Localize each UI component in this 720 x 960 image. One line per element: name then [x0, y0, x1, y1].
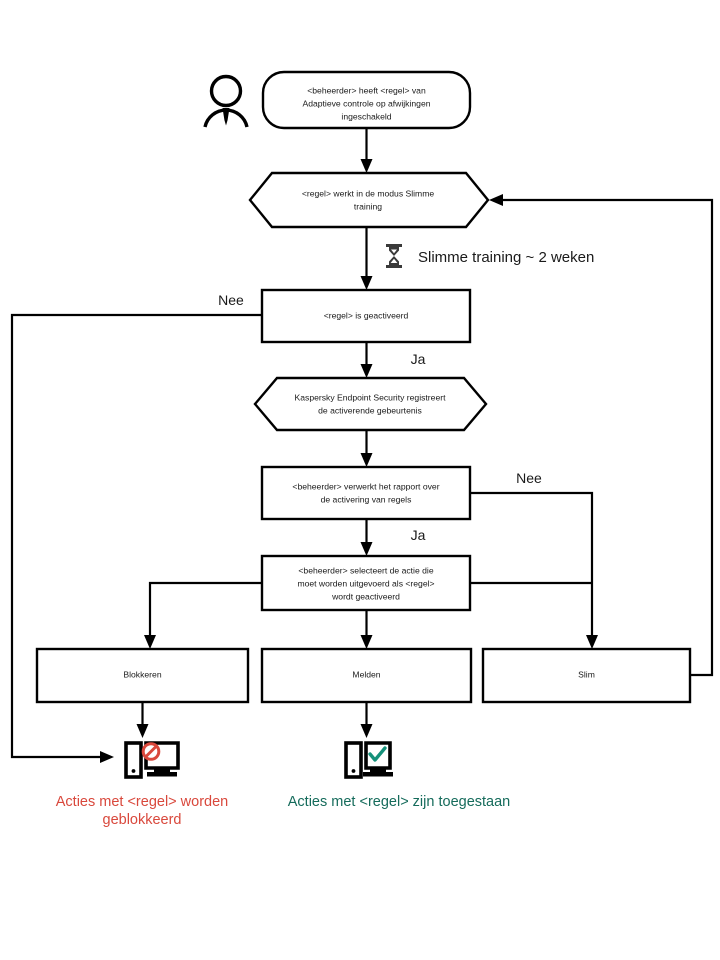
node-select-line-3: wordt geactiveerd: [331, 591, 400, 601]
node-kes-line-1: Kaspersky Endpoint Security registreert: [295, 392, 447, 402]
node-start: <beheerder> heeft <regel> van Adaptieve …: [261, 70, 472, 130]
connector-select-to-notify: [360, 610, 373, 649]
node-slim-label: Slim: [578, 669, 595, 679]
edge-label-ja-triggered: Ja: [411, 351, 426, 367]
allowed-caption-line-1: Acties met <regel> zijn toegestaan: [288, 794, 510, 810]
training-duration-label: Slimme training ~ 2 weken: [418, 249, 594, 266]
connector-nee-left-branch: [10, 313, 262, 763]
node-smart-training-mode: <regel> werkt in de modus Slimme trainin…: [248, 171, 490, 229]
node-start-line-3: ingeschakeld: [341, 111, 391, 121]
node-training-line-2: training: [354, 201, 382, 211]
connector-notify-to-allowed-icon: [360, 702, 373, 738]
blocked-caption-line-1: Acties met <regel> worden: [56, 794, 228, 810]
node-start-line-1: <beheerder> heeft <regel> van: [307, 85, 426, 95]
node-melden-label: Melden: [352, 669, 380, 679]
node-blokkeren-label: Blokkeren: [123, 669, 161, 679]
node-action-blokkeren: Blokkeren: [35, 647, 250, 704]
connector-report-to-select: [360, 519, 373, 556]
edge-label-nee-left: Nee: [218, 292, 244, 308]
connector-start-to-training: [360, 128, 373, 173]
person-icon: [203, 74, 249, 128]
connector-training-to-triggered: [360, 227, 373, 290]
blocked-caption-line-2: geblokkeerd: [103, 812, 182, 828]
computer-blocked-icon: [124, 741, 180, 779]
node-admin-selects-action: <beheerder> selecteert de actie die moet…: [260, 554, 472, 612]
node-kes-registers: Kaspersky Endpoint Security registreert …: [253, 376, 488, 432]
computer-allowed-icon: [344, 741, 393, 779]
edge-label-ja-report: Ja: [411, 527, 426, 543]
hourglass-icon: [386, 244, 402, 268]
connector-triggered-to-register: [360, 342, 373, 378]
node-select-line-1: <beheerder> selecteert de actie die: [298, 565, 433, 575]
node-rule-triggered: <regel> is geactiveerd: [260, 288, 472, 344]
edge-label-nee-right: Nee: [516, 470, 542, 486]
connector-slim-loop-back: [489, 194, 714, 677]
connector-select-to-block: [144, 581, 262, 649]
node-training-line-1: <regel> werkt in de modus Slimme: [302, 188, 435, 198]
connector-block-to-blocked-icon: [136, 702, 149, 738]
connector-nee-right-branch: [470, 491, 598, 649]
node-start-line-2: Adaptieve controle op afwijkingen: [302, 98, 430, 108]
node-action-melden: Melden: [260, 647, 473, 704]
node-action-slim: Slim: [481, 647, 692, 704]
node-rule-triggered-line-1: <regel> is geactiveerd: [324, 310, 409, 320]
node-report-line-2: de activering van regels: [321, 494, 412, 504]
node-report-line-1: <beheerder> verwerkt het rapport over: [292, 481, 439, 491]
node-admin-processes-report: <beheerder> verwerkt het rapport over de…: [260, 465, 472, 521]
node-kes-line-2: de activerende gebeurtenis: [318, 405, 422, 415]
node-select-line-2: moet worden uitgevoerd als <regel>: [297, 578, 434, 588]
connector-register-to-report: [360, 430, 373, 467]
